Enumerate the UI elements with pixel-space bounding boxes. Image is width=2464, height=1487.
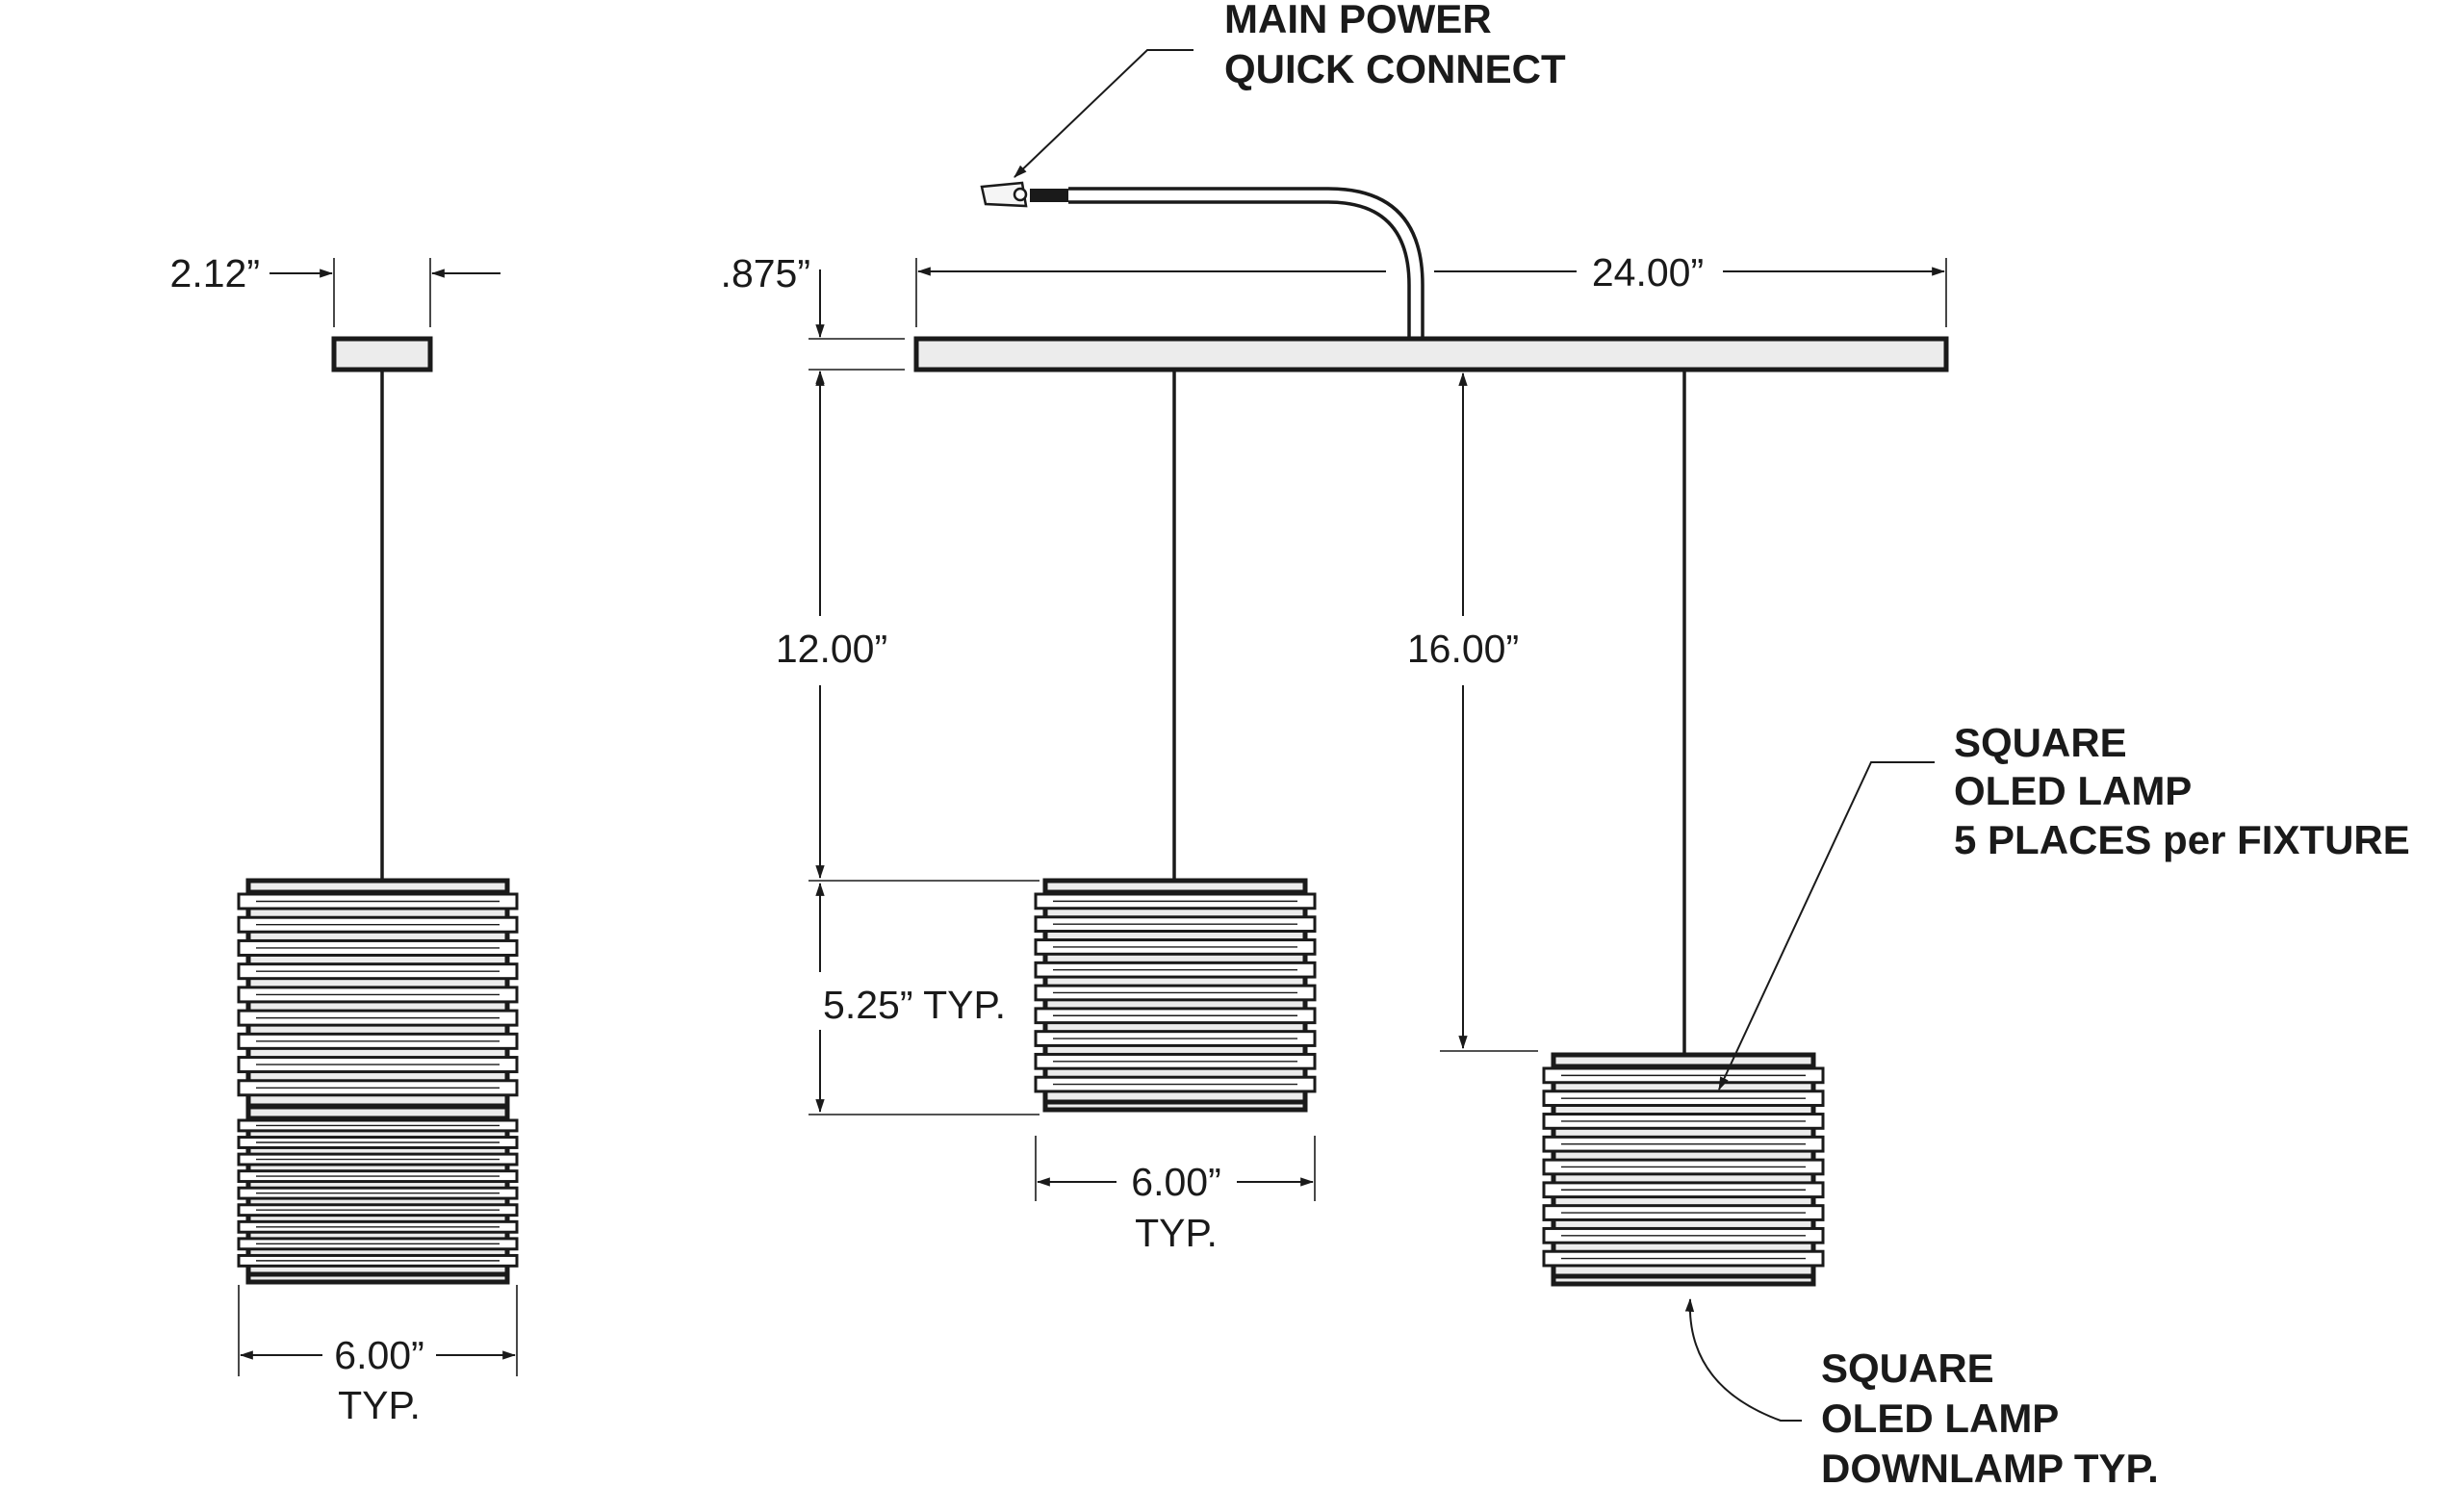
quick-connect-plug bbox=[980, 181, 1028, 208]
lamp-base bbox=[1551, 1273, 1816, 1287]
lamp-base bbox=[245, 1271, 510, 1285]
mounting-bar bbox=[913, 336, 1949, 372]
dim-canopy-width: 2.12” bbox=[170, 251, 500, 327]
dim-canopy-width-text: 2.12” bbox=[170, 251, 260, 295]
lamp-side-lower bbox=[237, 1104, 519, 1285]
lamp-cap bbox=[245, 878, 510, 895]
dim-lamp-height: 5.25” TYP. bbox=[808, 882, 1040, 1115]
callout-oled-lamp-line1: SQUARE bbox=[1954, 720, 2127, 765]
dim-lamp-width-front: 6.00” TYP. bbox=[1035, 1136, 1316, 1255]
lamp-cap bbox=[1042, 878, 1308, 895]
dim-lamp-width-side-value: 6.00” bbox=[334, 1333, 424, 1377]
callout-main-power-line2: QUICK CONNECT bbox=[1224, 46, 1566, 91]
canopy-end bbox=[331, 336, 433, 372]
lamp-cap bbox=[1551, 1052, 1816, 1069]
dim-bar-thickness-text: .875” bbox=[721, 251, 810, 295]
callout-oled-lamp: SQUARE OLED LAMP 5 PLACES per FIXTURE bbox=[1718, 720, 2410, 1091]
dim-drop-16: 16.00” bbox=[1407, 372, 1538, 1052]
side-view: 2.12” 6.00” TYP. bbox=[170, 251, 519, 1427]
lamp-side-stack bbox=[237, 878, 519, 1285]
dim-lamp-width-front-value: 6.00” bbox=[1131, 1160, 1220, 1204]
lamp-base bbox=[1042, 1099, 1308, 1113]
callout-downlamp-line3: DOWNLAMP TYP. bbox=[1821, 1446, 2159, 1487]
callout-downlamp: SQUARE OLED LAMP DOWNLAMP TYP. bbox=[1684, 1297, 2159, 1487]
dim-drop-16-text: 16.00” bbox=[1407, 627, 1519, 671]
callout-main-power-line1: MAIN POWER bbox=[1224, 0, 1492, 41]
dim-lamp-width-side-suffix: TYP. bbox=[338, 1383, 421, 1427]
lamp-front-12 bbox=[1034, 878, 1317, 1113]
dim-bar-length-text: 24.00” bbox=[1592, 250, 1704, 295]
dim-drop-12: 12.00” bbox=[776, 372, 1040, 882]
lamp-front-16 bbox=[1542, 1052, 1825, 1287]
callout-main-power: MAIN POWER QUICK CONNECT bbox=[1014, 0, 1566, 178]
dim-lamp-width-front-suffix: TYP. bbox=[1135, 1211, 1218, 1255]
callout-oled-lamp-line3: 5 PLACES per FIXTURE bbox=[1954, 817, 2410, 862]
dim-lamp-width-side: 6.00” TYP. bbox=[238, 1285, 518, 1427]
front-view: 24.00” .875” 12.00” 5.25” TYP. bbox=[721, 0, 2410, 1487]
callout-downlamp-line1: SQUARE bbox=[1821, 1346, 1994, 1391]
dim-lamp-height-text: 5.25” TYP. bbox=[823, 983, 1006, 1027]
lamp-side-upper bbox=[237, 878, 519, 1116]
lamp-cap bbox=[245, 1104, 510, 1121]
dim-bar-length: 24.00” bbox=[915, 250, 1947, 327]
dim-drop-12-text: 12.00” bbox=[776, 627, 887, 671]
dim-bar-thickness: .875” bbox=[721, 251, 905, 404]
callout-oled-lamp-line2: OLED LAMP bbox=[1954, 768, 2192, 813]
callout-downlamp-line2: OLED LAMP bbox=[1821, 1396, 2059, 1441]
power-cord bbox=[980, 181, 1424, 339]
